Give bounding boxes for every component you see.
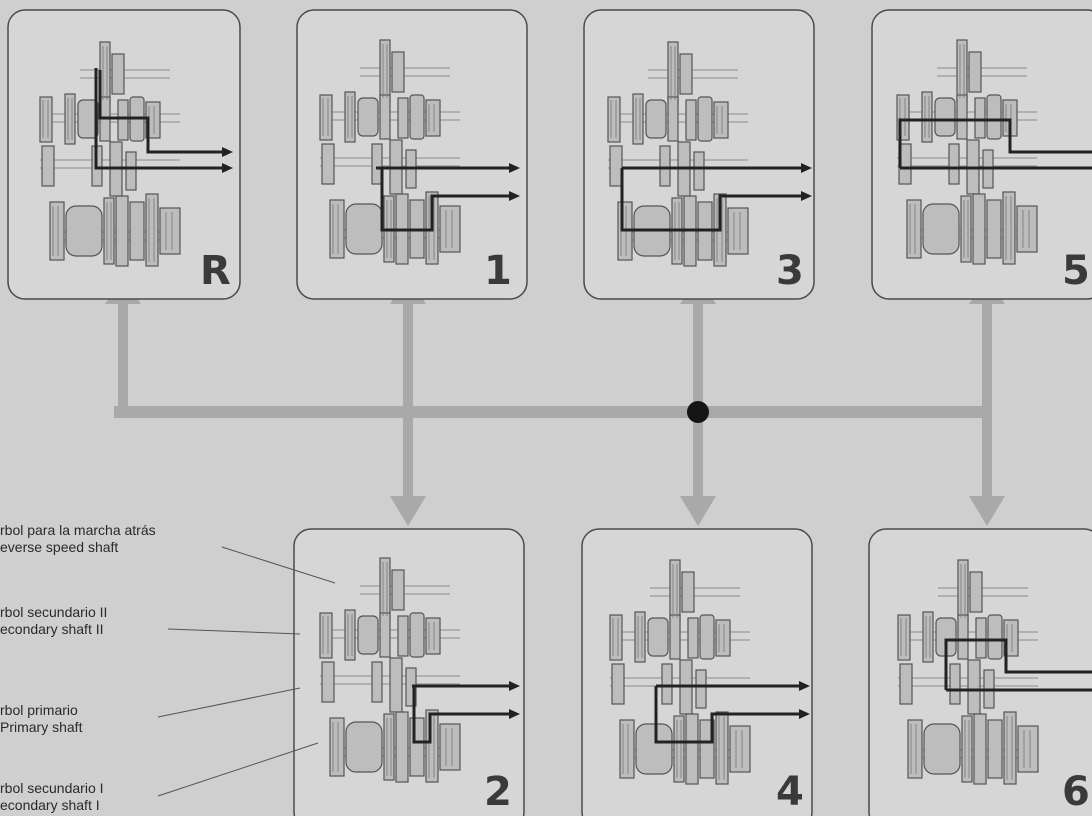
callout-reverse-shaft: rbol para la marcha atrás everse speed s…: [0, 522, 156, 556]
stem-5: [982, 300, 992, 412]
power-path-R: [98, 70, 225, 154]
gear-selector-arrows: [105, 276, 1005, 526]
stem-3: [693, 300, 703, 412]
selector-hub: [687, 401, 709, 423]
callout-secondary-shaft-1-en: econdary shaft I: [0, 797, 100, 813]
callout-secondary-shaft-2: rbol secundario II econdary shaft II: [0, 604, 107, 638]
panel-label-5: 5: [1062, 248, 1090, 294]
callout-primary-shaft: rbol primario Primary shaft: [0, 702, 82, 736]
callout-primary-shaft-es: rbol primario: [0, 702, 78, 718]
panel-label-R: R: [200, 248, 231, 294]
power-path-6: [944, 638, 1092, 690]
callout-secondary-shaft-1: rbol secundario I econdary shaft I: [0, 780, 104, 814]
callout-secondary-shaft-1-es: rbol secundario I: [0, 780, 104, 796]
power-path-5: [898, 118, 1092, 168]
callout-reverse-shaft-es: rbol para la marcha atrás: [0, 522, 156, 538]
callout-secondary-shaft-2-es: rbol secundario II: [0, 604, 108, 620]
output-arrowheads: [222, 147, 812, 719]
stem-4: [693, 412, 703, 498]
power-path-4-b: [654, 686, 804, 744]
panel-label-6: 6: [1062, 769, 1090, 815]
power-path-2-b: [412, 686, 512, 744]
callout-primary-shaft-en: Primary shaft: [0, 719, 83, 735]
arrowhead-down-4: [680, 496, 716, 526]
callout-reverse-shaft-en: everse speed shaft: [0, 539, 119, 555]
panel-label-2: 2: [484, 769, 512, 815]
stem-6: [982, 412, 992, 498]
selector-bar: [114, 406, 992, 418]
panel-label-1: 1: [484, 248, 512, 294]
panel-label-3: 3: [776, 248, 804, 294]
stem-2: [403, 412, 413, 498]
panel-label-4: 4: [776, 769, 804, 815]
power-path-3-b: [620, 168, 806, 232]
stem-R: [118, 300, 128, 412]
callout-secondary-shaft-2-en: econdary shaft II: [0, 621, 104, 637]
callout-leader-lines: [157, 546, 336, 797]
power-flow-paths: [94, 68, 1092, 744]
arrowhead-down-6: [969, 496, 1005, 526]
power-path-1: [380, 168, 512, 232]
arrowhead-down-2: [390, 496, 426, 526]
stem-1: [403, 300, 413, 412]
power-path-R-b: [94, 68, 228, 170]
